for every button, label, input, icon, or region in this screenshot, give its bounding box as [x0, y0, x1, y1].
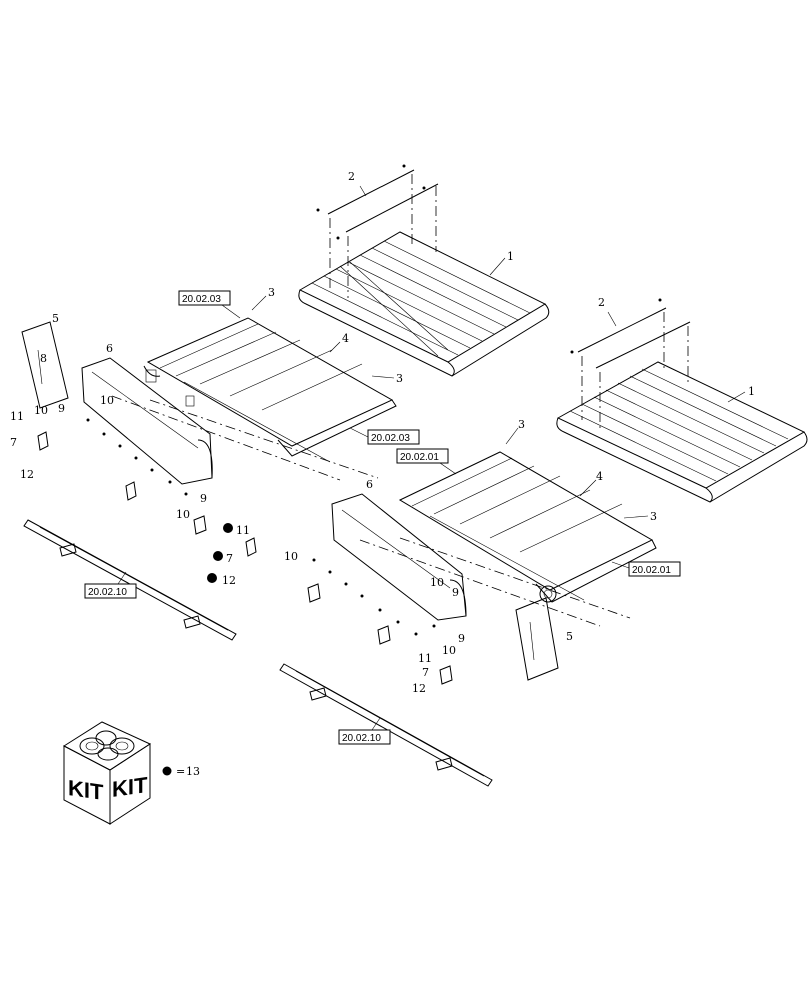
- belt-assembly-top: 1 2: [298, 164, 550, 377]
- callout-12b: 12: [222, 574, 236, 587]
- callout-11c: 11: [418, 652, 432, 665]
- callout-6: 6: [106, 342, 113, 355]
- callout-7a: 7: [10, 436, 17, 449]
- svg-text:20.02.10: 20.02.10: [88, 587, 127, 598]
- callout-12a: 12: [20, 468, 34, 481]
- callout-11b: 11: [236, 524, 250, 537]
- ref-box-20-02-10-right: 20.02.10: [338, 717, 391, 745]
- svg-text:20.02.03: 20.02.03: [371, 433, 410, 444]
- callout-3d: 3: [650, 510, 657, 523]
- svg-text:20.02.03: 20.02.03: [182, 294, 221, 305]
- callout-7c: 7: [422, 666, 429, 679]
- callout-3b: 3: [396, 372, 403, 385]
- kit-label-left: KIT: [68, 775, 104, 805]
- right-frame-assembly: 6 3 4 3 5 10 10 9: [284, 418, 657, 695]
- callout-6b: 6: [366, 478, 373, 491]
- callout-10e: 10: [430, 576, 444, 589]
- callout-5b: 5: [566, 630, 573, 643]
- callout-9c: 9: [452, 586, 459, 599]
- callout-10c: 10: [176, 508, 190, 521]
- ref-box-20-02-01-top: 20.02.01: [396, 448, 457, 475]
- ref-box-20-02-10-left: 20.02.10: [84, 571, 137, 599]
- callout-10f: 10: [442, 644, 456, 657]
- belt-assembly-right: 1 2: [556, 296, 808, 503]
- callout-2b: 2: [598, 296, 605, 309]
- ref-box-20-02-03-top: 20.02.03: [178, 290, 241, 319]
- callout-4a: 4: [342, 332, 349, 345]
- callout-3a: 3: [268, 286, 275, 299]
- callout-13: 13: [186, 765, 200, 778]
- callout-4b: 4: [596, 470, 603, 483]
- kit-box-icon: KIT KIT: [62, 721, 152, 825]
- shaft-left: [23, 519, 237, 641]
- callout-9d: 9: [458, 632, 465, 645]
- kit-equals: =: [176, 765, 185, 778]
- callout-11a: 11: [10, 410, 24, 423]
- left-frame-assembly: 5 8 6 10 3 4 3: [10, 286, 403, 587]
- svg-text:20.02.01: 20.02.01: [400, 452, 439, 463]
- shaft-right: [279, 663, 493, 787]
- callout-2: 2: [348, 170, 355, 183]
- callout-10a: 10: [100, 394, 114, 407]
- callout-3c: 3: [518, 418, 525, 431]
- kit-callout: = 13: [162, 765, 200, 778]
- callout-5: 5: [52, 312, 59, 325]
- ref-box-20-02-03-mid: 20.02.03: [349, 427, 420, 445]
- callout-1: 1: [507, 250, 514, 263]
- callout-8: 8: [40, 352, 47, 365]
- callout-10b: 10: [34, 404, 48, 417]
- callout-9a: 9: [58, 402, 65, 415]
- svg-text:20.02.01: 20.02.01: [632, 565, 671, 576]
- kit-label-right: KIT: [112, 772, 148, 802]
- svg-text:20.02.10: 20.02.10: [342, 733, 381, 744]
- callout-10d: 10: [284, 550, 298, 563]
- callout-1b: 1: [748, 385, 755, 398]
- ref-box-20-02-01-right: 20.02.01: [611, 561, 681, 577]
- callout-12c: 12: [412, 682, 426, 695]
- callout-9b: 9: [200, 492, 207, 505]
- kit-marker: [162, 766, 172, 776]
- callout-7b: 7: [226, 552, 233, 565]
